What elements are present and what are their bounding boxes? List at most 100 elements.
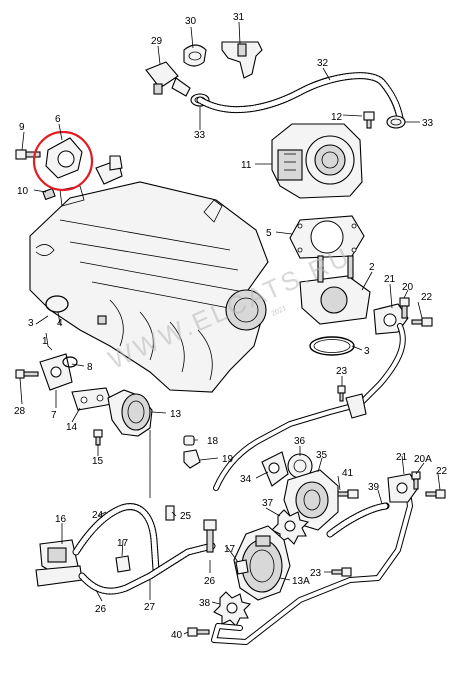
part-16-solenoid-valve [35, 539, 83, 587]
callout-36: 36 [294, 436, 306, 447]
part-13-valve [107, 389, 153, 437]
callout-13a: 13A [292, 576, 310, 587]
part-39-pipe [211, 489, 413, 645]
part-17-cap-left [115, 555, 131, 573]
part-8-o-ring [62, 356, 78, 368]
callout-16: 16 [55, 514, 67, 525]
part-2-adapter-flange [299, 255, 371, 325]
part-23-pipe [213, 323, 406, 491]
part-4-gasket [45, 295, 69, 313]
part-25-connector [165, 505, 175, 521]
part-24-hose [72, 503, 160, 574]
part-28-screw [15, 369, 39, 379]
callout-17-right: 17 [224, 544, 236, 555]
callout-23-upper: 23 [336, 366, 348, 377]
callout-38: 38 [199, 598, 211, 609]
part-22-bolt-top [411, 317, 433, 327]
callout-21-top: 21 [384, 274, 396, 285]
callout-3-right: 3 [364, 346, 370, 357]
part-20-bolt [399, 297, 410, 319]
callout-12: 12 [331, 112, 343, 123]
part-31-bracket [221, 41, 263, 79]
part-9-screw [15, 149, 41, 160]
callout-9: 9 [19, 122, 25, 133]
watermark-year: 2021 [271, 305, 288, 318]
callout-11: 11 [241, 160, 252, 171]
part-7-bracket [39, 353, 73, 391]
part-19-sensor [183, 449, 201, 469]
callout-19: 19 [222, 454, 234, 465]
callout-1: 1 [42, 336, 48, 347]
callout-18: 18 [207, 436, 219, 447]
part-23-screw-lower [331, 567, 352, 577]
leader-lines [19, 21, 441, 635]
part-38-gasket [213, 591, 252, 627]
callout-23-lower: 23 [310, 568, 322, 579]
highlight-circle [32, 130, 94, 192]
callout-26-left: 26 [95, 604, 107, 615]
callout-6: 6 [55, 114, 61, 125]
part-29-valve [145, 61, 191, 97]
callout-39: 39 [368, 482, 380, 493]
callout-14: 14 [66, 422, 78, 433]
callout-37: 37 [262, 498, 274, 509]
part-11-throttle-body [271, 123, 363, 199]
part-17-cap-right [235, 559, 249, 575]
callout-22-top: 22 [421, 292, 433, 303]
callout-32: 32 [317, 58, 329, 69]
callout-28: 28 [14, 406, 26, 417]
part-32-hose [196, 72, 404, 122]
callout-25-upper: 25 [180, 511, 192, 522]
part-1-bolt [97, 315, 107, 325]
part-22-bolt-bottom [425, 489, 446, 499]
callout-35: 35 [316, 450, 328, 461]
part-18-cap [183, 435, 195, 446]
callout-5: 5 [266, 228, 272, 239]
callout-34: 34 [240, 474, 252, 485]
callout-labels: 30 31 29 32 33 12 33 6 9 10 11 5 2 21 20… [14, 12, 448, 641]
part-40-screw [187, 627, 210, 637]
part-34-gasket [261, 451, 289, 487]
part-37-gasket [271, 509, 310, 545]
callout-24: 24 [92, 510, 104, 521]
callout-33-right: 33 [422, 118, 434, 129]
callout-8: 8 [87, 362, 93, 373]
callout-22-bottom: 22 [436, 466, 448, 477]
part-33-clamp-right [386, 115, 406, 129]
callout-4: 4 [57, 318, 63, 329]
callout-33-left: 33 [194, 130, 206, 141]
callout-31: 31 [233, 12, 245, 23]
part-14-gasket [71, 387, 113, 411]
part-12-screw [363, 111, 375, 129]
callout-20a: 20A [414, 454, 432, 465]
part-15-screw [93, 429, 103, 446]
callout-26: 26 [204, 576, 216, 587]
callout-7: 7 [51, 410, 57, 421]
callout-40: 40 [171, 630, 183, 641]
callout-20: 20 [402, 282, 414, 293]
callout-3-left: 3 [28, 318, 34, 329]
callout-27: 27 [144, 602, 156, 613]
callout-21-bottom: 21 [396, 452, 408, 463]
part-3-o-ring-right [309, 336, 355, 356]
callout-15: 15 [92, 456, 104, 467]
callout-17-left: 17 [117, 538, 129, 549]
callout-10: 10 [17, 186, 29, 197]
part-23-screw-upper [337, 385, 346, 402]
part-13a-egr-valve [233, 525, 291, 601]
part-5-gasket [289, 215, 365, 259]
part-20a-bolt [411, 471, 421, 490]
part-25-fitting [203, 519, 217, 553]
intake-manifold [29, 155, 269, 393]
callout-29: 29 [151, 36, 163, 47]
part-41-screw [337, 489, 359, 499]
part-21-flange-bottom [387, 473, 419, 503]
part-26-hose [78, 542, 216, 595]
callout-30: 30 [185, 16, 197, 27]
callout-2: 2 [369, 262, 375, 273]
callout-13: 13 [170, 409, 182, 420]
part-30-clip [183, 44, 207, 67]
part-10-seal [42, 187, 56, 201]
